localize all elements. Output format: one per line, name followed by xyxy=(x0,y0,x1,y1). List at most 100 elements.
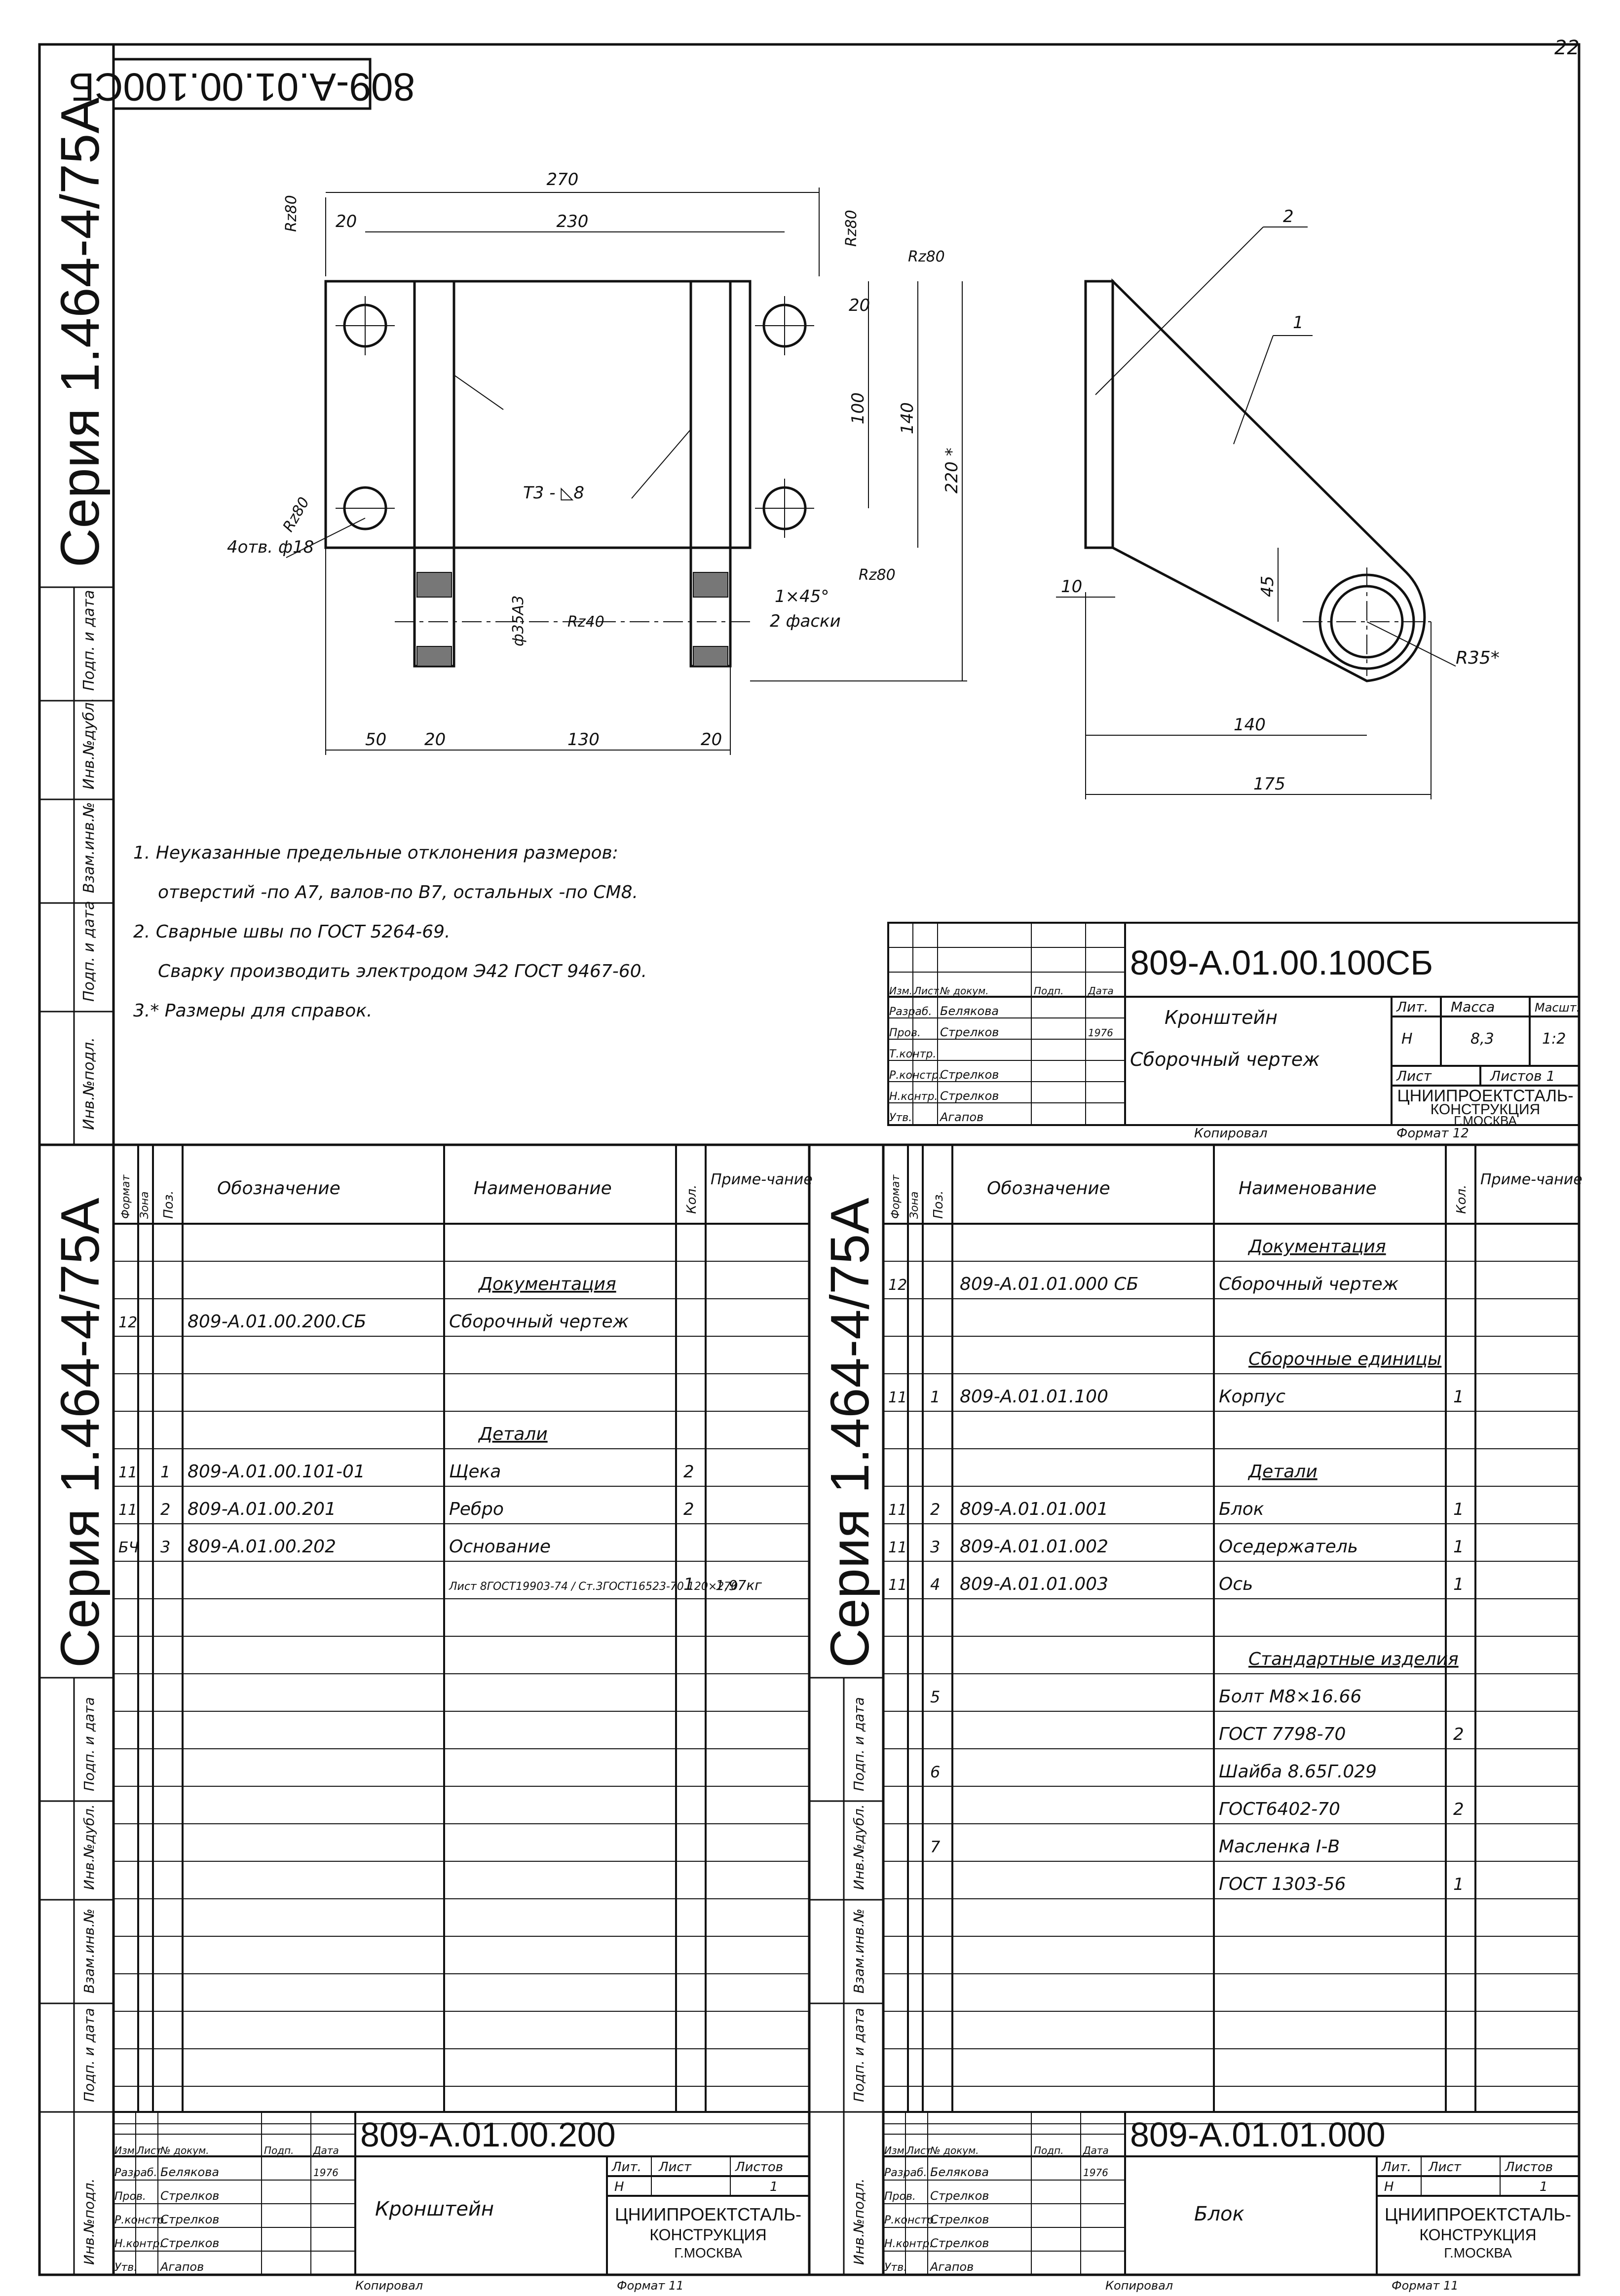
title-block-name: Блок xyxy=(1194,2203,1244,2225)
tb-role: Р.констр. xyxy=(889,1069,942,1082)
col-header: Наименование xyxy=(1239,1178,1377,1199)
col-header: Обозначение xyxy=(217,1178,340,1199)
tb-header: № докум. xyxy=(160,2145,209,2156)
note-line: Сварку производить электродом Э42 ГОСТ 9… xyxy=(158,961,647,981)
table-cell: 809-А.01.01.003 xyxy=(960,1574,1108,1594)
dim-175: 175 xyxy=(1253,774,1285,794)
dim-20: 20 xyxy=(701,730,722,750)
tb-year: 1976 xyxy=(313,2167,339,2179)
table-cell: Документация xyxy=(1247,1237,1386,1257)
dim-20: 20 xyxy=(336,212,357,231)
tb-person: Стрелков xyxy=(930,2189,989,2203)
table-row: Лист 8ГОСТ19903-74 / Ст.3ГОСТ16523-70 12… xyxy=(449,1575,762,1594)
tb-header: Лист xyxy=(913,985,940,997)
tb-role: Утв. xyxy=(889,1112,912,1124)
tb-header: Изм. xyxy=(889,985,912,997)
margin-field: Подп. и дата xyxy=(80,590,98,691)
table-cell: 809-А.01.01.100 xyxy=(960,1387,1108,1407)
tb-person: Стрелков xyxy=(160,2213,219,2226)
tb-person: Стрелков xyxy=(940,1025,999,1039)
tb-person: Агапов xyxy=(939,1110,983,1124)
dim-220: 220 * xyxy=(942,448,962,493)
table-cell: Корпус xyxy=(1219,1387,1285,1407)
copied-label: Копировал xyxy=(1105,2279,1173,2293)
tb-header: Изм. xyxy=(114,2145,138,2156)
table-cell: 2 xyxy=(1453,1725,1464,1744)
table-cell: Сборочные единицы xyxy=(1248,1349,1441,1369)
note-line: 1. Неуказанные предельные отклонения раз… xyxy=(133,843,618,863)
note-line: 3.* Размеры для справок. xyxy=(133,1001,372,1021)
tb-person: Стрелков xyxy=(940,1089,999,1103)
margin-field: Инв.№подл. xyxy=(80,1037,98,1130)
margin-field: Инв.№дубл. xyxy=(80,698,98,790)
tb-header: Подп. xyxy=(264,2145,294,2156)
margin-field: Инв.№подл. xyxy=(851,2179,867,2265)
margin-field: Взам.инв.№ xyxy=(81,1909,97,1994)
table-cell: 809-А.01.00.202 xyxy=(188,1537,336,1557)
dim-r35: R35* xyxy=(1456,648,1500,668)
dim-270: 270 xyxy=(547,170,579,189)
title-block-name: Кронштейн xyxy=(375,2198,494,2221)
tb-header: Дата xyxy=(1088,985,1114,997)
table-cell: 2 xyxy=(683,1462,694,1482)
tb-role: Пров. xyxy=(889,1027,921,1039)
table-cell: Сборочный чертеж xyxy=(449,1312,629,1332)
tb-role: Утв. xyxy=(884,2261,907,2274)
dim-130: 130 xyxy=(567,730,600,750)
tb-role: Пров. xyxy=(884,2190,916,2203)
col-header: Формат xyxy=(890,1174,902,1219)
margin-fields-bottom-left: Инв.№подл. Подп. и дата Взам.инв.№ Инв.№… xyxy=(81,1697,97,2265)
table-cell: 4 xyxy=(930,1575,940,1594)
tb-person: Стрелков xyxy=(930,2213,989,2226)
col-header: Приме-чание xyxy=(711,1171,813,1188)
format-label: Формат 11 xyxy=(617,2279,684,2293)
holes-note: 4отв. ф18 xyxy=(227,537,314,557)
right-title-block: 809-А.01.01.000 Блок Лит. Лист Листов Н … xyxy=(884,2115,1571,2293)
sheet-label: Лист xyxy=(658,2160,692,2175)
table-cell: 11 xyxy=(888,1539,907,1556)
roughness-rz80: Rz80 xyxy=(908,248,945,265)
table-cell: 809-А.01.00.201 xyxy=(188,1499,336,1519)
table-cell: ГОСТ 1303-56 xyxy=(1219,1874,1346,1894)
table-cell: Щека xyxy=(449,1462,501,1482)
table-cell: 11 xyxy=(118,1464,137,1481)
tb-person: Белякова xyxy=(930,2165,989,2179)
margin-field: Подп. и дата xyxy=(81,2008,97,2102)
table-cell: 1 xyxy=(930,1388,940,1406)
table-cell: 11 xyxy=(118,1502,137,1519)
tb-header: Дата xyxy=(1083,2145,1109,2156)
roughness-rz80: Rz80 xyxy=(283,195,300,232)
tb-year: 1976 xyxy=(1083,2167,1108,2179)
tb-year: 1976 xyxy=(1088,1027,1113,1039)
left-spec-grid xyxy=(113,1145,809,2112)
lit-value: Н xyxy=(614,2180,624,2194)
right-spec-grid xyxy=(883,1145,1579,2112)
sheets-label: Листов 1 xyxy=(1490,1068,1555,1084)
org-name: ЦНИИПРОЕКТСТАЛЬ- xyxy=(1385,2204,1571,2224)
table-cell: 5 xyxy=(930,1688,940,1706)
dim-45: 45 xyxy=(1258,576,1278,597)
table-cell: 11 xyxy=(888,1577,907,1594)
table-cell: Лист 8ГОСТ19903-74 / Ст.3ГОСТ16523-70 12… xyxy=(449,1581,738,1593)
dim-230: 230 xyxy=(557,212,589,231)
chamfer-note: 2 фаски xyxy=(770,611,841,631)
dim-50: 50 xyxy=(365,730,386,750)
tb-person: Стрелков xyxy=(160,2236,219,2250)
series-label-top: Серия 1.464-4/75А xyxy=(50,97,111,567)
sheets-label: Листов xyxy=(1505,2160,1553,2175)
table-cell: Основание xyxy=(449,1537,551,1557)
roughness-rz80: Rz80 xyxy=(280,494,313,535)
table-cell: 7 xyxy=(930,1838,941,1856)
tb-role: Разраб. xyxy=(889,1006,932,1018)
tb-role: Р.констр. xyxy=(884,2214,937,2226)
dim-100: 100 xyxy=(848,392,868,424)
callout-1: 1 xyxy=(1293,313,1304,333)
tb-role: Утв. xyxy=(114,2261,137,2274)
